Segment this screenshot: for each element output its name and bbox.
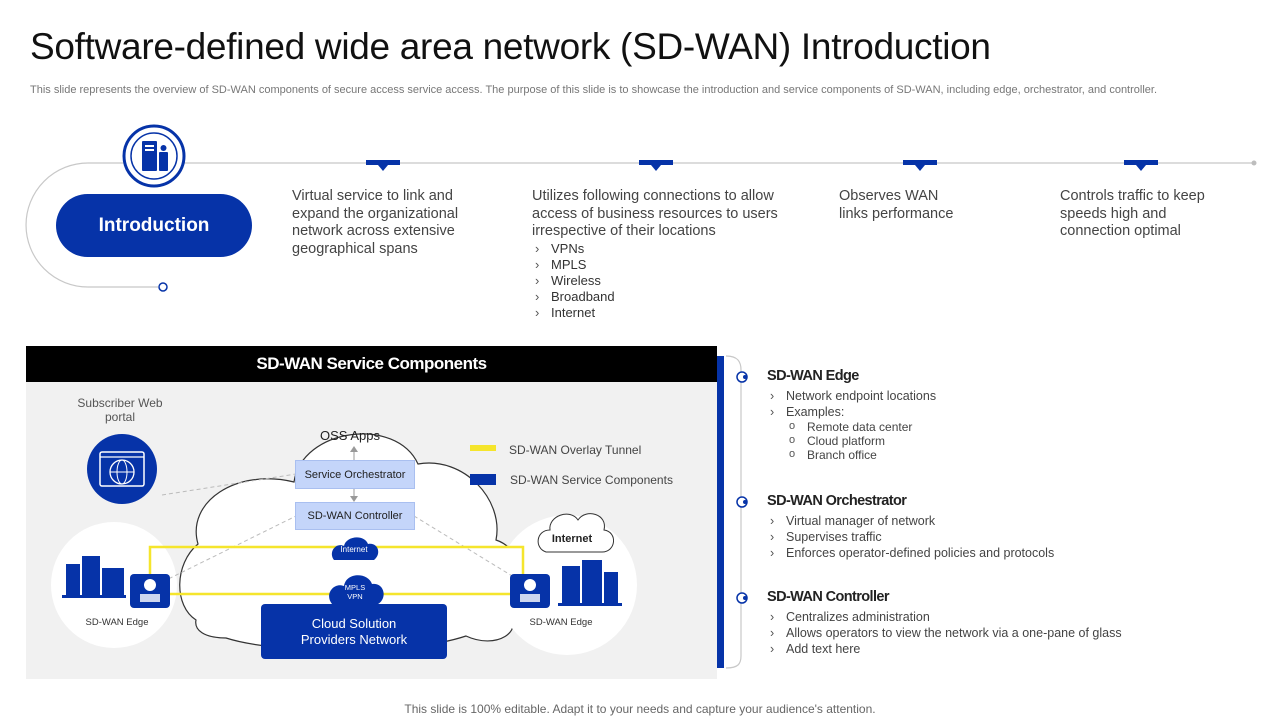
mpls-cloud — [329, 575, 384, 604]
timeline-item-1: Virtual service to link and expand the o… — [292, 188, 459, 257]
component-edge: SD-WAN Edge Network endpoint locations E… — [767, 368, 1247, 462]
list-item: Examples: — [767, 404, 1247, 420]
list-item: Internet — [532, 305, 792, 321]
building-icon-left — [62, 556, 126, 598]
edge-right-label: SD-WAN Edge — [529, 617, 593, 628]
introduction-pill: Introduction — [56, 194, 252, 257]
list-item: Wireless — [532, 273, 792, 289]
component-orchestrator: SD-WAN Orchestrator Virtual manager of n… — [767, 493, 1247, 561]
page-title: Software-defined wide area network (SD-W… — [30, 26, 991, 67]
component-list: Network endpoint locations Examples: — [767, 388, 1247, 420]
legend-service-swatch — [470, 474, 496, 485]
edge-right-connector — [413, 515, 523, 583]
component-heading: SD-WAN Orchestrator — [767, 493, 907, 509]
building-icon-right — [558, 560, 622, 606]
timeline-marker-2 — [639, 160, 673, 171]
globe-icon — [87, 434, 157, 504]
component-controller: SD-WAN Controller Centralizes administra… — [767, 589, 1247, 657]
timeline-item-3: Observes WAN links performance — [839, 188, 954, 222]
timeline-graphic — [25, 124, 1257, 292]
legend-service-label: SD-WAN Service Components — [510, 473, 673, 487]
component-list: Virtual manager of network Supervises tr… — [767, 513, 1247, 561]
internet-cloud-label: Internet — [551, 533, 593, 545]
sdwan-diagram — [51, 433, 637, 655]
list-item: VPNs — [532, 241, 792, 257]
timeline-curve — [25, 162, 158, 288]
component-heading: SD-WAN Edge — [767, 368, 859, 384]
list-item: Virtual manager of network — [767, 513, 1247, 529]
list-item: Network endpoint locations — [767, 388, 1247, 404]
diagram-header: SD-WAN Service Components — [26, 346, 717, 382]
list-item: Branch office — [787, 447, 1247, 462]
timeline-item-2-text: Utilizes following connections to allow … — [532, 188, 778, 239]
mpls-vpn-label: MPLS VPN — [344, 583, 366, 601]
page-description: This slide represents the overview of SD… — [30, 84, 1158, 96]
portal-connector — [161, 473, 297, 496]
list-item: Supervises traffic — [767, 529, 1247, 545]
internet-small-cloud — [331, 537, 379, 560]
timeline-start-dot — [158, 282, 168, 292]
timeline-marker-3 — [903, 160, 937, 171]
footer-note: This slide is 100% editable. Adapt it to… — [404, 702, 876, 716]
list-item: Remote data center — [787, 419, 1247, 434]
legend-overlay-label: SD-WAN Overlay Tunnel — [509, 443, 642, 457]
timeline-item-4: Controls traffic to keep speeds high and… — [1060, 188, 1205, 239]
subscriber-portal-label: Subscriber Web portal — [77, 396, 163, 424]
router-icon-right — [510, 574, 550, 608]
list-item: Cloud platform — [787, 433, 1247, 448]
cloud-provider-label: Cloud Solution Providers Network — [300, 615, 408, 647]
list-item: MPLS — [532, 257, 792, 273]
edge-left-label: SD-WAN Edge — [85, 617, 149, 628]
timeline-marker-4 — [1124, 160, 1158, 171]
timeline-end-dot — [1251, 160, 1257, 166]
list-item: Add text here — [767, 641, 1247, 657]
list-item: Broadband — [532, 289, 792, 305]
edge-left-connector — [149, 515, 297, 589]
component-heading: SD-WAN Controller — [767, 589, 890, 605]
components-bracket — [717, 355, 748, 669]
internet-small-label: Internet — [340, 545, 368, 554]
service-orchestrator-box: Service Orchestrator — [295, 460, 415, 489]
list-item: Centralizes administration — [767, 609, 1247, 625]
internet-cloud-right — [537, 513, 614, 553]
examples-list: Remote data center Cloud platform Branch… — [787, 419, 1247, 462]
component-list: Centralizes administration Allows operat… — [767, 609, 1247, 657]
cloud-provider-box: Cloud Solution Providers Network — [261, 604, 447, 659]
list-item: Allows operators to view the network via… — [767, 625, 1247, 641]
list-item: Enforces operator-defined policies and p… — [767, 545, 1247, 561]
connection-list: VPNs MPLS Wireless Broadband Internet — [532, 241, 792, 321]
timeline-marker-1 — [366, 160, 400, 171]
timeline-item-2: Utilizes following connections to allow … — [532, 188, 792, 321]
oss-apps-label: OSS Apps — [320, 428, 380, 443]
router-icon-left — [130, 574, 170, 608]
network-device-icon — [122, 124, 186, 188]
sdwan-controller-box: SD-WAN Controller — [295, 502, 415, 530]
